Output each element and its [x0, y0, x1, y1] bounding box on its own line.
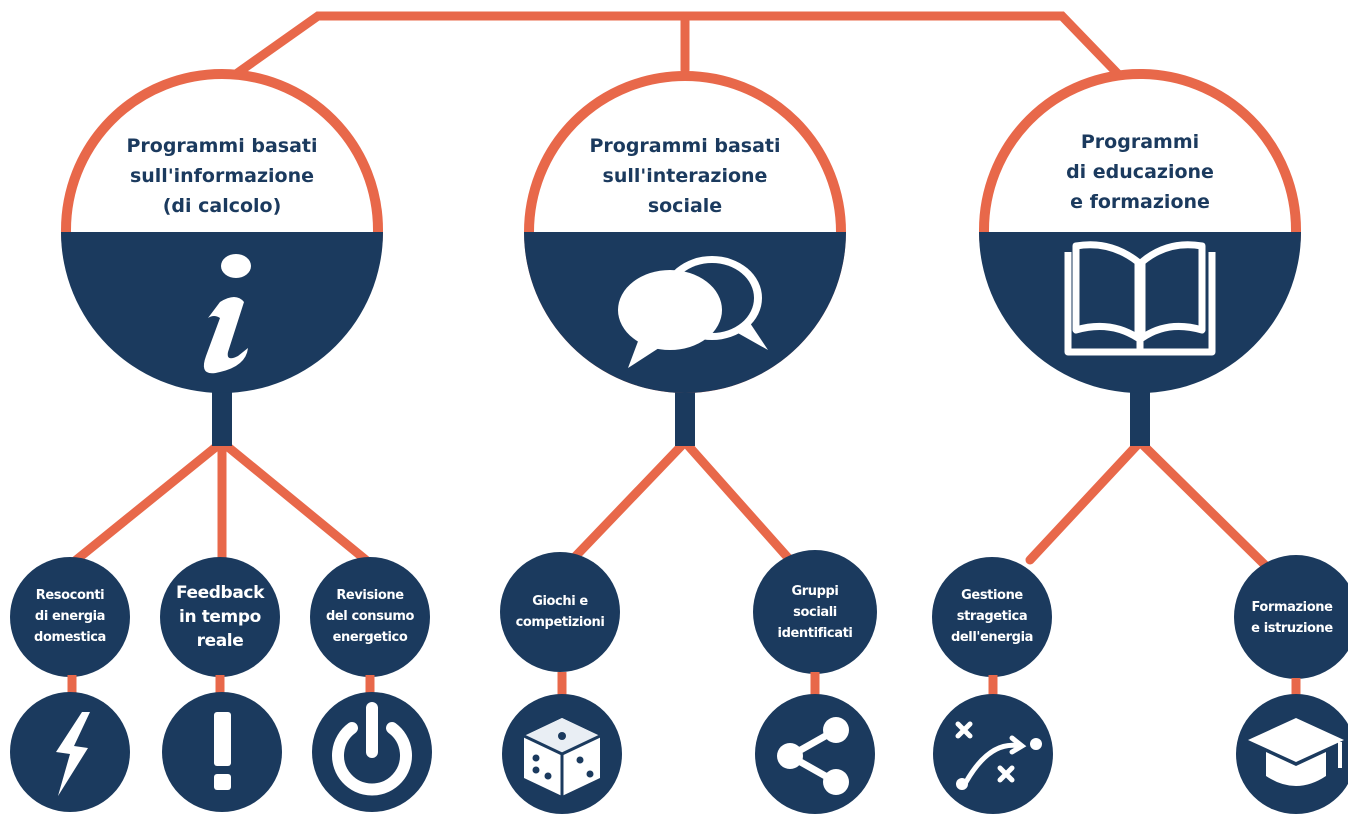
chat-bubbles-icon [618, 256, 768, 368]
sub-circle [10, 557, 130, 677]
share-icon [777, 717, 849, 795]
sub-circle [160, 557, 280, 677]
info-icon [203, 254, 251, 374]
category-title-information: Programmi basati sull'informazione (di c… [126, 135, 318, 217]
sub-stems [67, 672, 1301, 696]
info-children-connector [65, 436, 377, 570]
education-children-connector [1025, 435, 1275, 575]
top-bar-connector [231, 11, 1123, 79]
lightning-icon [56, 712, 90, 796]
sub-label-energy-consumption-review: Revisione del consumo energetico [325, 587, 415, 645]
education-stem [1130, 388, 1150, 446]
category-title-education: Programmi di educazione e formazione [1066, 131, 1214, 213]
open-book-icon [1064, 241, 1216, 356]
dice-icon [523, 718, 601, 796]
sub-label-home-energy-reports: Resoconti di energia domestica [34, 587, 106, 645]
category-info-circle [61, 69, 383, 393]
sub-label-games-competitions: Giochi e competizioni [515, 594, 605, 630]
strategy-icon [955, 721, 1042, 790]
graduation-cap-icon [1248, 718, 1344, 786]
sub-label-training-education: Formazione e istruzione [1251, 600, 1333, 636]
exclamation-icon [214, 712, 231, 790]
sub-label-identified-social-groups: Gruppi sociali identificati [777, 583, 853, 641]
sub-circle [500, 552, 620, 672]
sub-circle [1234, 555, 1348, 679]
social-stem [675, 392, 695, 446]
social-children-connector [567, 435, 795, 565]
category-title-social-interaction: Programmi basati sull'interazione social… [589, 135, 781, 217]
sub-circle [753, 550, 877, 674]
stems [212, 388, 1150, 446]
sub-circle [310, 557, 430, 677]
category-education-circle [979, 69, 1301, 393]
sub-circle [932, 557, 1052, 677]
sub-circles [10, 550, 1348, 679]
sub-label-strategic-energy-management: Gestione stragetica dell'energia [950, 587, 1034, 645]
power-icon [332, 702, 412, 796]
category-social-circle [524, 71, 846, 393]
info-stem [212, 388, 232, 446]
icon-circle [755, 694, 875, 814]
icon-circles [10, 692, 1348, 814]
sub-label-real-time-feedback: Feedback in tempo reale [176, 583, 264, 651]
